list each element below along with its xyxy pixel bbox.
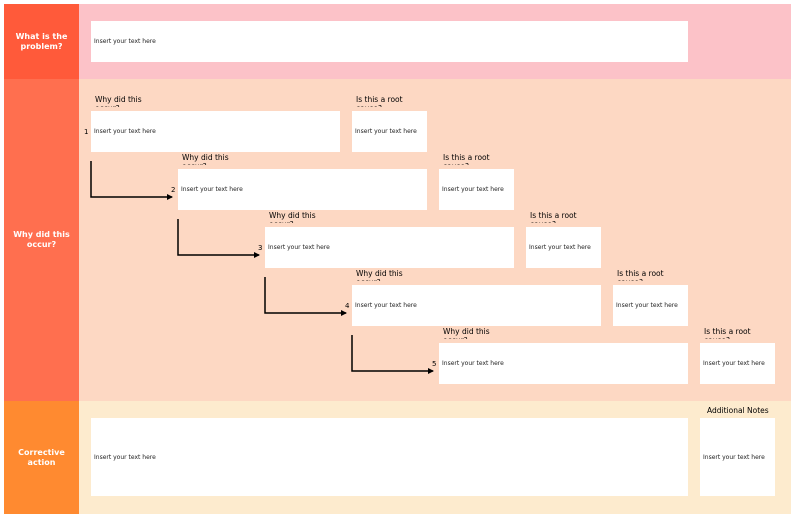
problem-band: What is the problem? Insert your text he… (4, 4, 791, 79)
why-textbox-1[interactable]: Insert your text here (91, 111, 340, 152)
why-question-4: Why did this occur? (356, 269, 403, 281)
corrective-band: Corrective action Insert your text here … (4, 401, 791, 514)
why-textbox-2[interactable]: Insert your text here (178, 169, 427, 210)
why-number-3: 3 (258, 244, 263, 252)
why-label: Why did this occur? (4, 79, 79, 401)
root-textbox-4[interactable]: Insert your text here (613, 285, 688, 326)
arrow-2-to-3 (177, 219, 260, 258)
root-question-4: Is this a root cause? (617, 269, 664, 281)
why-number-2: 2 (171, 186, 176, 194)
arrow-3-to-4 (264, 277, 347, 316)
root-question-1: Is this a root cause? (356, 95, 403, 107)
root-question-5: Is this a root cause? (704, 327, 751, 339)
why-question-5: Why did this occur? (443, 327, 490, 339)
problem-label: What is the problem? (4, 4, 79, 79)
additional-notes-label: Additional Notes (707, 406, 769, 415)
why-question-3: Why did this occur? (269, 211, 316, 223)
why-textbox-3[interactable]: Insert your text here (265, 227, 514, 268)
why-number-1: 1 (84, 128, 89, 136)
problem-body: Insert your text here (79, 4, 791, 79)
why-question-2: Why did this occur? (182, 153, 229, 165)
why-textbox-5[interactable]: Insert your text here (439, 343, 688, 384)
why-number-5: 5 (432, 360, 437, 368)
problem-textbox[interactable]: Insert your text here (91, 21, 688, 62)
why-textbox-4[interactable]: Insert your text here (352, 285, 601, 326)
corrective-textbox[interactable]: Insert your text here (91, 418, 688, 496)
why-number-4: 4 (345, 302, 350, 310)
arrow-1-to-2 (90, 161, 173, 200)
root-textbox-3[interactable]: Insert your text here (526, 227, 601, 268)
corrective-label: Corrective action (4, 401, 79, 514)
additional-notes-textbox[interactable]: Insert your text here (700, 418, 775, 496)
root-textbox-2[interactable]: Insert your text here (439, 169, 514, 210)
root-textbox-1[interactable]: Insert your text here (352, 111, 427, 152)
root-question-3: Is this a root cause? (530, 211, 577, 223)
corrective-body: Insert your text here Additional Notes I… (79, 401, 791, 514)
arrow-4-to-5 (351, 335, 434, 374)
root-textbox-5[interactable]: Insert your text here (700, 343, 775, 384)
root-question-2: Is this a root cause? (443, 153, 490, 165)
why-question-1: Why did this occur? (95, 95, 142, 107)
